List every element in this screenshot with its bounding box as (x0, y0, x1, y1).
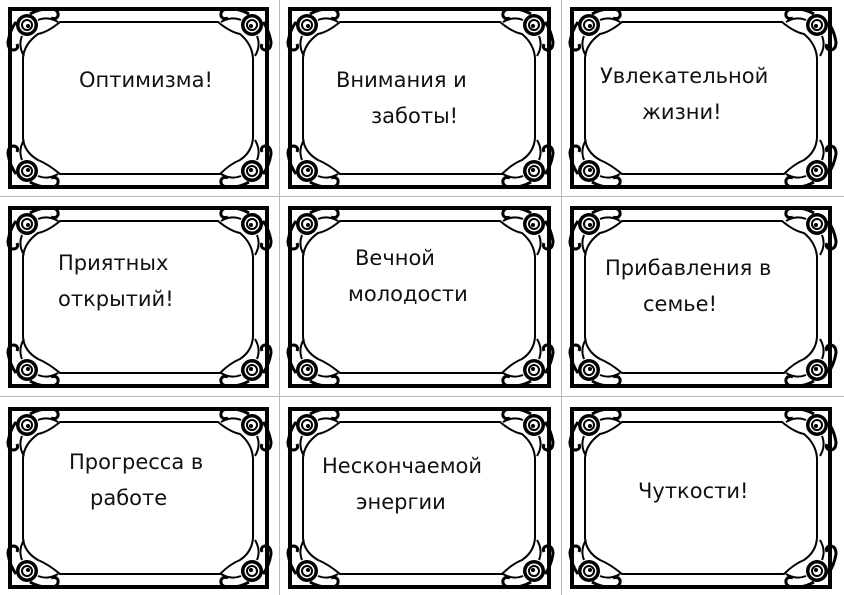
grid-divider-horizontal-1 (0, 196, 844, 197)
card-attention-care: Внимания и заботы! (280, 0, 561, 196)
ornate-frame-icon (286, 407, 555, 589)
card-line-2: молодости (348, 282, 468, 306)
card-line-2: энергии (356, 490, 446, 514)
card-message: Прогресса в работе (69, 444, 203, 516)
card-message: Приятных открытий! (58, 245, 174, 317)
ornate-frame-icon (568, 7, 838, 189)
card-line-1: Приятных (58, 251, 169, 275)
grid-divider-vertical-2 (561, 0, 562, 595)
card-line-1: Прибавления в (605, 256, 772, 280)
card-line-1: Вечной (355, 246, 435, 270)
card-line-2: открытий! (58, 287, 174, 311)
card-message: Увлекательной жизни! (600, 58, 768, 130)
card-work-progress: Прогресса в работе (0, 397, 279, 595)
card-line-1: Чуткости! (638, 479, 749, 503)
ornate-frame-icon (568, 206, 838, 388)
card-line-2: заботы! (371, 104, 459, 128)
card-line-1: Оптимизма! (79, 68, 213, 92)
ornate-frame-icon (286, 206, 555, 388)
card-exciting-life: Увлекательной жизни! (562, 0, 844, 196)
card-pleasant-discoveries: Приятных открытий! (0, 197, 279, 396)
card-family-addition: Прибавления в семье! (562, 197, 844, 396)
card-message: Оптимизма! (79, 62, 213, 98)
ornate-frame-icon (6, 7, 273, 189)
card-sensitivity: Чуткости! (562, 397, 844, 595)
card-message: Чуткости! (638, 473, 748, 509)
card-endless-energy: Нескончаемой энергии (280, 397, 561, 595)
card-line-1: Нескончаемой (322, 454, 483, 478)
card-message: Нескончаемой энергии (322, 448, 482, 520)
card-eternal-youth: Вечной молодости (280, 197, 561, 396)
card-message: Прибавления в семье! (605, 250, 771, 322)
card-line-2: работе (90, 486, 168, 510)
card-line-2: жизни! (642, 100, 722, 124)
ornate-frame-icon (568, 407, 838, 589)
card-message: Внимания и заботы! (336, 62, 467, 134)
card-line-1: Увлекательной (600, 64, 769, 88)
card-message: Вечной молодости (348, 240, 468, 312)
ornate-frame-icon (6, 407, 273, 589)
grid-divider-vertical-1 (279, 0, 280, 595)
card-line-2: семье! (643, 292, 718, 316)
grid-divider-horizontal-2 (0, 396, 844, 397)
ornate-frame-icon (6, 206, 273, 388)
ornate-frame-icon (286, 7, 555, 189)
card-line-1: Внимания и (336, 68, 467, 92)
card-line-1: Прогресса в (69, 450, 204, 474)
card-optimism: Оптимизма! (0, 0, 279, 196)
